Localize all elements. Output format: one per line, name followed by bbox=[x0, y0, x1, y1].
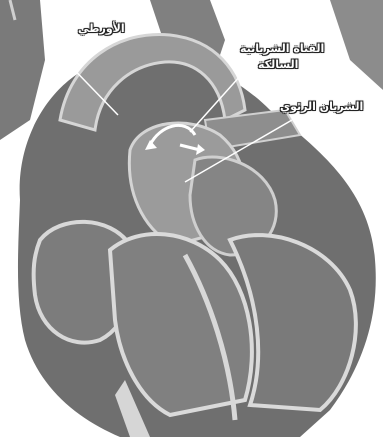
label-ductus-line2: السالكة bbox=[258, 58, 298, 72]
label-ductus-line1: القناة الشريانية bbox=[240, 42, 324, 56]
label-pulmonary-artery: الشريان الرئوي bbox=[280, 100, 363, 114]
label-aorta: الأورطي bbox=[78, 22, 125, 36]
